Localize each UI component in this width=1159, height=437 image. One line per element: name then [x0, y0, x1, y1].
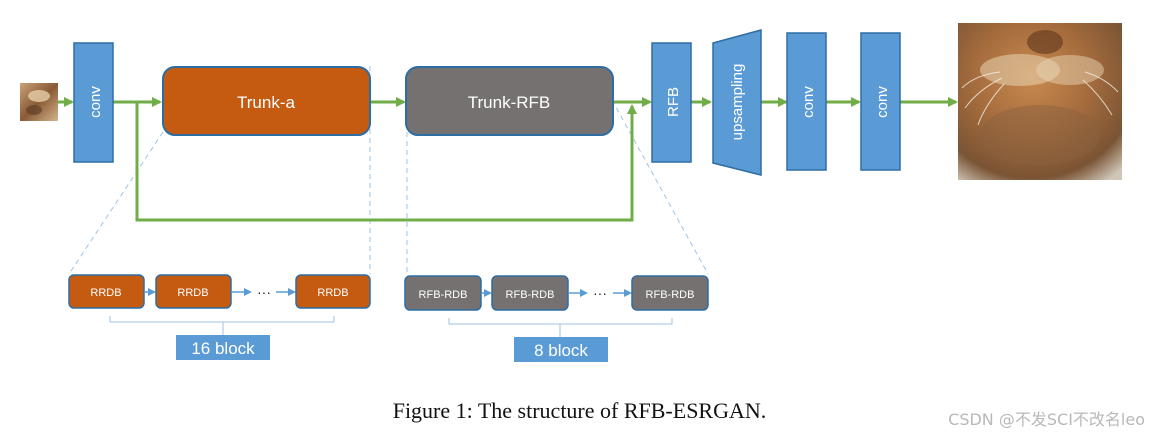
rfb-label: RFB [665, 87, 682, 117]
rfb-rdb-chain: RFB-RDB RFB-RDB ··· RFB-RDB 8 block [404, 275, 709, 362]
rrdb-block-2: RRDB [177, 287, 208, 299]
conv-block-2: conv [786, 32, 827, 171]
conv-block-3: conv [860, 32, 901, 171]
trunk-a-block: Trunk-a [162, 66, 371, 136]
upsampling-block: upsampling [712, 29, 762, 176]
watermark-text: CSDN @不发SCI不改名leo [948, 410, 1145, 429]
rfb-block: RFB [651, 42, 692, 163]
trunk-rfb-block: Trunk-RFB [405, 66, 614, 136]
upsampling-label: upsampling [729, 64, 746, 141]
skip-connection-arrow [135, 102, 637, 222]
output-image [958, 23, 1122, 180]
rfb-rdb-ellipsis: ··· [593, 285, 607, 301]
rrdb-chain: RRDB RRDB ··· RRDB 16 block [68, 274, 371, 360]
dashed-projection-lines [68, 66, 709, 275]
conv-block-2-label: conv [800, 86, 817, 118]
rfb-rdb-count-label: 8 block [534, 341, 588, 360]
rrdb-block-1: RRDB [90, 287, 121, 299]
rrdb-block-3: RRDB [317, 287, 348, 299]
rfb-rdb-block-3: RFB-RDB [646, 289, 695, 301]
conv-block-1: conv [73, 42, 114, 163]
conv-block-3-label: conv [874, 86, 891, 118]
figure-caption: Figure 1: The structure of RFB-ESRGAN. [392, 398, 767, 423]
input-image [20, 83, 58, 121]
trunk-a-label: Trunk-a [237, 93, 295, 112]
trunk-rfb-label: Trunk-RFB [468, 93, 551, 112]
rrdb-ellipsis: ··· [257, 284, 271, 300]
conv-block-1-label: conv [87, 86, 104, 118]
rfb-rdb-block-2: RFB-RDB [506, 289, 555, 301]
rfb-rdb-block-1: RFB-RDB [419, 289, 468, 301]
rrdb-count-label: 16 block [191, 339, 255, 358]
